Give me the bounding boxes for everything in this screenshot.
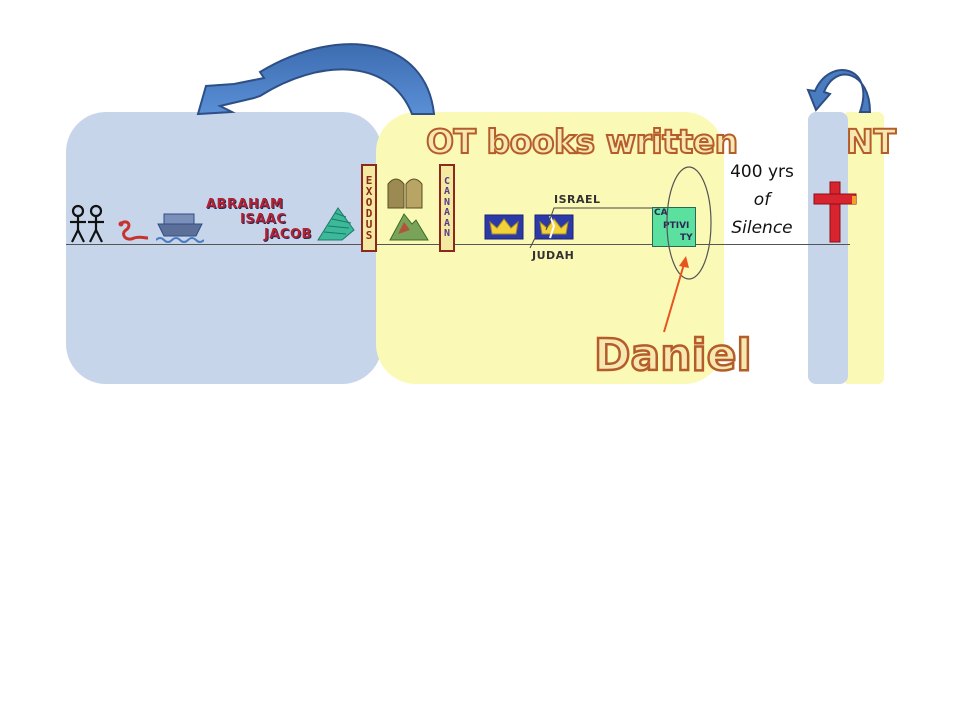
silence-label: 400 yrs of Silence	[722, 158, 802, 242]
nt-blue-panel	[808, 112, 848, 384]
adam-eve-icon	[70, 204, 104, 243]
cross-icon	[813, 181, 857, 243]
exodus-letter: U	[365, 218, 373, 231]
silence-line-1: 400 yrs	[730, 162, 794, 182]
israel-label: ISRAEL	[554, 193, 601, 206]
exodus-letter: S	[365, 229, 373, 242]
pre-history-panel	[66, 112, 382, 384]
judah-label: JUDAH	[532, 249, 575, 262]
pointer-arrow	[663, 256, 689, 333]
mountain-icon	[389, 213, 429, 241]
captivity-text-2: PTIVI	[663, 221, 690, 231]
captivity-box	[652, 207, 696, 247]
highlight-ellipse	[666, 166, 712, 280]
big-curved-arrow	[196, 43, 436, 116]
captivity-text-3: TY	[680, 233, 693, 243]
canaan-letter: A	[443, 217, 451, 229]
canaan-letter: N	[443, 228, 451, 239]
exodus-box: E X O D U S	[361, 164, 377, 252]
exodus-letter: X	[365, 185, 373, 198]
tablets-icon	[387, 178, 423, 209]
exodus-letter: O	[365, 196, 373, 209]
canaan-letter: N	[443, 196, 451, 208]
small-curved-arrow	[806, 69, 872, 113]
tower-icon	[317, 207, 355, 241]
abraham-label: ABRAHAM	[206, 197, 284, 212]
serpent-icon	[118, 220, 149, 241]
nt-title: NT	[845, 121, 897, 162]
exodus-letter: D	[365, 207, 373, 220]
kingdom-split-lines	[529, 207, 660, 249]
canaan-letter: C	[443, 175, 451, 187]
silence-line-3: Silence	[731, 218, 793, 238]
ot-books-title: OT books written	[425, 121, 739, 162]
captivity-text-1: CA	[654, 208, 668, 218]
ot-panel	[376, 112, 724, 384]
canaan-letter: A	[443, 207, 451, 218]
canaan-box: C A N A A N	[439, 164, 455, 252]
daniel-label: Daniel	[593, 329, 753, 383]
timeline-axis	[66, 244, 850, 245]
exodus-letter: E	[365, 174, 373, 187]
silence-line-2: of	[753, 190, 771, 210]
canaan-letter: A	[443, 186, 451, 197]
jacob-label: JACOB	[264, 227, 312, 242]
crown-divided-icon	[534, 214, 574, 240]
isaac-label: ISAAC	[240, 212, 287, 227]
ark-icon	[156, 213, 204, 243]
crown-icon	[484, 214, 524, 240]
nt-panel	[846, 112, 884, 384]
